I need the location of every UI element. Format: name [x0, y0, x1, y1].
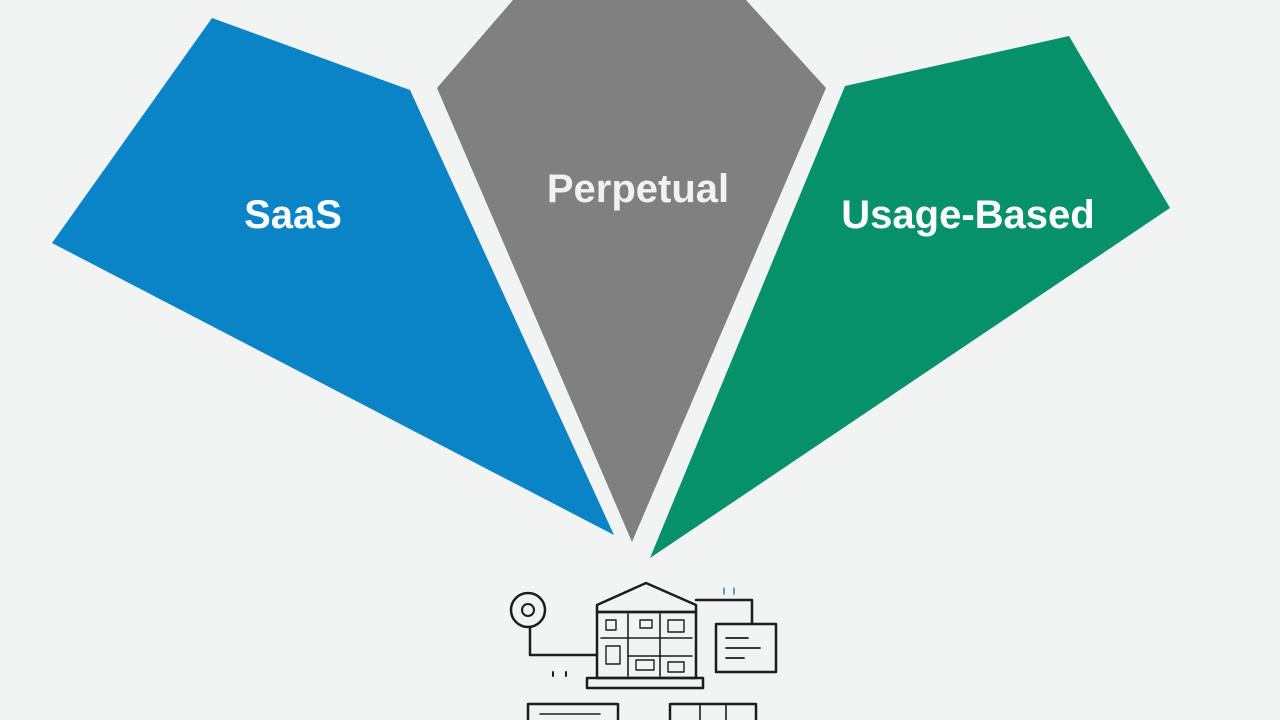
perpetual-segment — [437, 0, 826, 542]
saas-segment — [52, 18, 614, 535]
smart-home-network-icon — [509, 581, 778, 720]
saas-label: SaaS — [244, 193, 342, 237]
usage-based-label: Usage-Based — [841, 193, 1094, 237]
perpetual-label: Perpetual — [547, 167, 729, 211]
usage-based-segment — [650, 36, 1170, 558]
